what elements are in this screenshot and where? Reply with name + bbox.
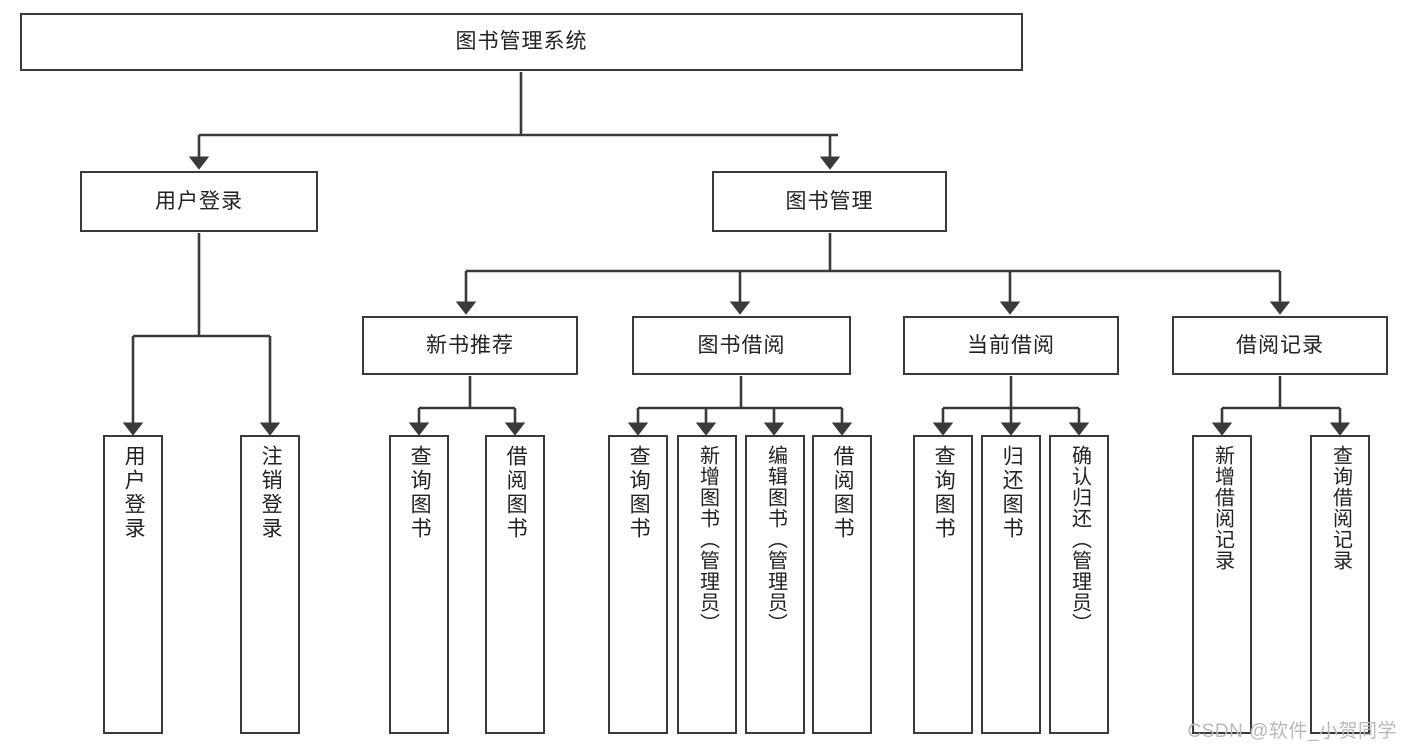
- leaf-borrow-book-recommend[interactable]: 借阅图书: [485, 435, 545, 734]
- leaf-query-book-current[interactable]: 查询图书: [913, 435, 973, 734]
- leaf-add-book-admin[interactable]: 新增图书（管理员）: [677, 435, 737, 734]
- node-book-manage[interactable]: 图书管理: [712, 171, 947, 232]
- node-root[interactable]: 图书管理系统: [20, 13, 1023, 71]
- leaf-user-login[interactable]: 用户登录: [103, 435, 163, 734]
- node-borrow-record[interactable]: 借阅记录: [1172, 316, 1388, 375]
- leaf-borrow-book[interactable]: 借阅图书: [812, 435, 872, 734]
- leaf-query-book-recommend[interactable]: 查询图书: [389, 435, 449, 734]
- node-user-login[interactable]: 用户登录: [80, 171, 318, 232]
- node-current-borrow[interactable]: 当前借阅: [903, 316, 1119, 375]
- leaf-query-borrow-record[interactable]: 查询借阅记录: [1310, 435, 1370, 734]
- node-book-borrow[interactable]: 图书借阅: [632, 316, 851, 375]
- leaf-logout[interactable]: 注销登录: [240, 435, 300, 734]
- leaf-edit-book-admin[interactable]: 编辑图书（管理员）: [745, 435, 805, 734]
- leaf-query-book-borrow[interactable]: 查询图书: [608, 435, 668, 734]
- watermark: CSDN @软件_小贺同学: [1187, 721, 1397, 742]
- node-new-book-recommend[interactable]: 新书推荐: [362, 316, 578, 375]
- leaf-return-book[interactable]: 归还图书: [981, 435, 1041, 734]
- leaf-confirm-return-admin[interactable]: 确认归还（管理员）: [1049, 435, 1109, 734]
- leaf-add-borrow-record[interactable]: 新增借阅记录: [1192, 435, 1252, 734]
